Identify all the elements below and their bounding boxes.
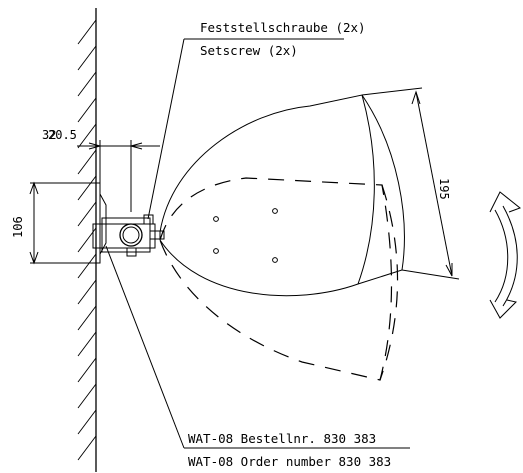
reflector-tilted-position (159, 177, 399, 381)
clamp-joint-circle (119, 223, 143, 247)
dimension-reflector-width: 195 (361, 87, 460, 280)
arrow-head-icon (88, 142, 102, 150)
clamp-body (92, 223, 156, 249)
reflector-stem (149, 230, 165, 240)
reflector-screws (213, 208, 278, 263)
screw-hole-icon (272, 257, 278, 263)
arrow-head-icon (411, 90, 421, 105)
swivel-clamp (92, 214, 165, 257)
dimension-line (415, 91, 453, 277)
reflector-rim-inner (357, 94, 375, 285)
dimension-wall-offsets: 32 20.5 (42, 128, 160, 218)
arrow-head-icon (445, 263, 453, 277)
bracket-base-plate (95, 182, 101, 264)
order-number-label-de: WAT-08 Bestellnr. 830 383 (188, 431, 376, 446)
dimension-bracket-height: 106 (11, 181, 96, 265)
dimension-label-32: 32 (42, 128, 56, 142)
rotation-arc-outer (502, 205, 518, 307)
rotation-arc-inner (494, 209, 509, 303)
dimension-label-106: 106 (11, 216, 25, 238)
leader-line (105, 245, 185, 449)
arrow-head-icon (29, 251, 39, 265)
callout-setscrew: Feststellschraube (2x) Setscrew (2x) (147, 20, 366, 220)
rotation-arrow-head-bottom (489, 299, 517, 319)
arrow-head-icon (129, 142, 143, 150)
extension-line (401, 269, 460, 280)
leader-line (147, 38, 185, 220)
setscrew-label-de: Feststellschraube (2x) (200, 20, 366, 35)
wall-hatching (77, 19, 97, 461)
reflector-outline (159, 94, 405, 297)
rotation-arrow-icon (489, 191, 522, 319)
reflector (159, 94, 405, 297)
arrow-head-icon (29, 181, 39, 195)
screw-hole-icon (272, 208, 278, 214)
callout-order-number: WAT-08 Bestellnr. 830 383 WAT-08 Order n… (105, 245, 410, 469)
clamp-housing (101, 217, 151, 253)
screw-hole-icon (213, 216, 219, 222)
wall-bracket (95, 182, 107, 264)
dimension-label-195: 195 (437, 178, 451, 200)
dimension-label-20-5: 20.5 (48, 128, 77, 142)
setscrew-label-en: Setscrew (2x) (200, 43, 298, 58)
clamp-joint-inner (122, 226, 140, 244)
reflector-tilted-rim (379, 184, 399, 381)
screw-hole-icon (213, 248, 219, 254)
reflector-tilted-outline (159, 177, 393, 381)
order-number-label-en: WAT-08 Order number 830 383 (188, 454, 391, 469)
setscrew-head-bottom (126, 247, 137, 257)
extension-line (361, 87, 423, 96)
rotation-arrow-head-top (489, 191, 522, 213)
